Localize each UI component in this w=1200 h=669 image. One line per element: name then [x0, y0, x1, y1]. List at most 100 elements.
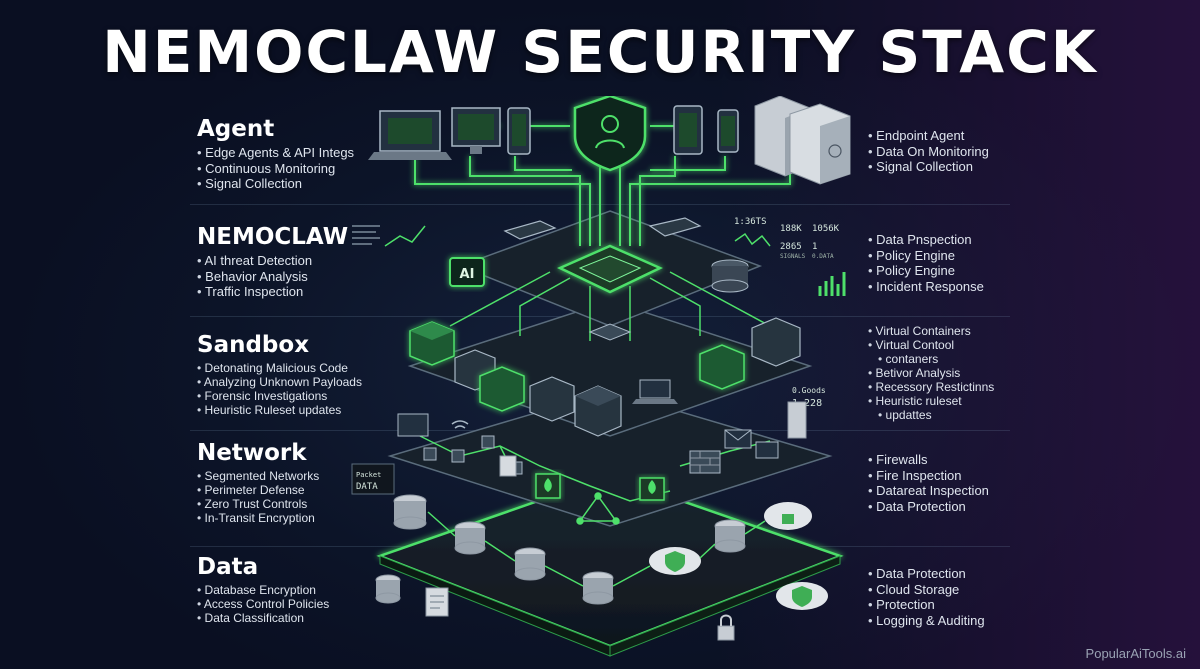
layer-sandbox-left: Sandbox Detonating Malicious Code Analyz…: [197, 332, 362, 417]
list-item: Fire Inspection: [868, 468, 989, 484]
layer-agent-left: Agent Edge Agents & API Integs Continuou…: [197, 116, 354, 192]
list-item: Heuristic Ruleset updates: [197, 403, 362, 417]
phone-icon: [717, 109, 739, 153]
layer-title-agent: Agent: [197, 116, 275, 142]
layer-network-right: Firewalls Fire Inspection Datareat Inspe…: [868, 452, 989, 514]
stat-label: 1056K: [812, 224, 840, 234]
analytics-chart-icon: [352, 225, 846, 296]
laptop-icon: [368, 110, 452, 160]
data-left-list: Database Encryption Access Control Polic…: [197, 583, 329, 625]
database-icon: [375, 574, 401, 604]
monitor-icon: [397, 413, 429, 437]
ai-chip-icon: AI: [449, 257, 485, 287]
list-item: Signal Collection: [868, 159, 989, 175]
list-item: Data On Monitoring: [868, 144, 989, 160]
sandbox-stat-label: 0.Goods: [792, 386, 826, 395]
cloud-lock-icon: [764, 502, 812, 530]
database-icon: [393, 494, 427, 530]
list-item: Policy Engine: [868, 248, 984, 264]
sandbox-container-cube: [699, 344, 745, 390]
list-item: updattes: [868, 408, 994, 422]
server-icon: [787, 401, 807, 439]
document-icon: [425, 587, 449, 617]
stat-label: 188K: [780, 224, 802, 234]
list-item: Forensic Investigations: [197, 389, 362, 403]
network-right-list: Firewalls Fire Inspection Datareat Inspe…: [868, 452, 989, 514]
shield-user-icon: [573, 96, 647, 172]
database-icon: [454, 521, 486, 555]
list-item: Database Encryption: [197, 583, 329, 597]
layer-nemoclaw-left: NEMOCLAW AI threat Detection Behavior An…: [197, 224, 348, 300]
layer-title-network: Network: [197, 440, 307, 466]
sandbox-container-cube: [751, 317, 801, 367]
layer-title-data: Data: [197, 554, 259, 580]
central-processor-icon: [557, 244, 663, 294]
list-item: Virtual Contool: [868, 338, 994, 352]
database-icon: [711, 259, 749, 293]
layer-sandbox-right: Virtual Containers Virtual Contool conta…: [868, 324, 995, 422]
tablet-icon: [673, 105, 703, 155]
lock-icon: [717, 614, 735, 641]
list-item: Cloud Storage: [868, 582, 985, 598]
layer-nemoclaw-right: Data Pnspection Policy Engine Policy Eng…: [868, 232, 984, 294]
brick-wall-icon: [689, 450, 721, 474]
tablet-icon: [507, 107, 531, 155]
list-item: AI threat Detection: [197, 253, 348, 269]
database-icon: [714, 519, 746, 553]
ai-chip-label: AI: [460, 267, 475, 282]
nemoclaw-right-list: Data Pnspection Policy Engine Policy Eng…: [868, 232, 984, 294]
firewall-icon: [535, 473, 561, 499]
watermark: PopularAiTools.ai: [1085, 646, 1186, 661]
list-item: Recessory Restictinns: [868, 380, 995, 394]
data-right-list: Data Protection Cloud Storage Protection…: [868, 566, 985, 629]
wifi-icon: [451, 420, 469, 429]
packet-label-text: Packet: [356, 471, 381, 479]
list-item: Data Protection: [868, 499, 989, 515]
triangle-network-icon: [576, 492, 620, 525]
list-item: Traffic Inspection: [197, 284, 348, 300]
switch-icon: [648, 217, 702, 237]
sandbox-container-cube: [529, 376, 575, 422]
list-item: Logging & Auditing: [868, 613, 984, 629]
packet-data-label: Packet DATA: [351, 463, 395, 495]
list-item: Data Pnspection: [868, 232, 984, 248]
agent-left-list: Edge Agents & API Integs Continuous Moni…: [197, 145, 354, 192]
list-item: Firewalls: [868, 452, 989, 468]
sandbox-container-cube: [409, 321, 455, 366]
sandbox-container-cube: [574, 385, 622, 437]
firewall-icon: [639, 477, 665, 501]
sandbox-layer-plate: [407, 300, 813, 437]
stat-label: 2865: [780, 242, 802, 252]
layer-title-nemoclaw: NEMOCLAW: [197, 224, 349, 250]
list-item: Data Classification: [197, 611, 329, 625]
stat-label: 1:36TS: [734, 217, 767, 227]
list-item: Endpoint Agent: [868, 128, 989, 144]
list-item: Betivor Analysis: [868, 366, 994, 380]
list-item: Protection: [868, 597, 985, 613]
document-icon: [499, 455, 517, 477]
list-item: Access Control Policies: [197, 597, 329, 611]
stat-label: 0.DATA: [812, 253, 834, 260]
list-item: Behavior Analysis: [197, 269, 348, 285]
sandbox-left-list: Detonating Malicious Code Analyzing Unkn…: [197, 361, 362, 417]
list-item: Continuous Monitoring: [197, 161, 354, 177]
security-stack-diagram: AI 1:36TS 188K 1056K 2865 1 SIGNALS 0.DA…: [351, 96, 851, 657]
layer-agent-right: Endpoint Agent Data On Monitoring Signal…: [868, 128, 989, 175]
data-links: [427, 511, 766, 587]
list-item: Policy Engine: [868, 263, 984, 279]
database-icon: [514, 547, 546, 581]
layer-network-left: Network Segmented Networks Perimeter Def…: [197, 440, 319, 525]
stat-label: 1: [812, 242, 817, 252]
list-item: Detonating Malicious Code: [197, 361, 362, 375]
list-item: Datareat Inspection: [868, 483, 989, 499]
data-layer-plate: [376, 474, 844, 657]
layer-data-left: Data Database Encryption Access Control …: [197, 554, 329, 625]
list-item: Heuristic ruleset: [868, 394, 994, 408]
layer-data-right: Data Protection Cloud Storage Protection…: [868, 566, 985, 629]
list-item: Zero Trust Controls: [197, 497, 319, 511]
network-layer-plate: [387, 390, 833, 527]
list-item: Edge Agents & API Integs: [197, 145, 354, 161]
monitor-icon: [451, 107, 501, 154]
list-item: Perimeter Defense: [197, 483, 319, 497]
list-item: Analyzing Unknown Payloads: [197, 375, 362, 389]
